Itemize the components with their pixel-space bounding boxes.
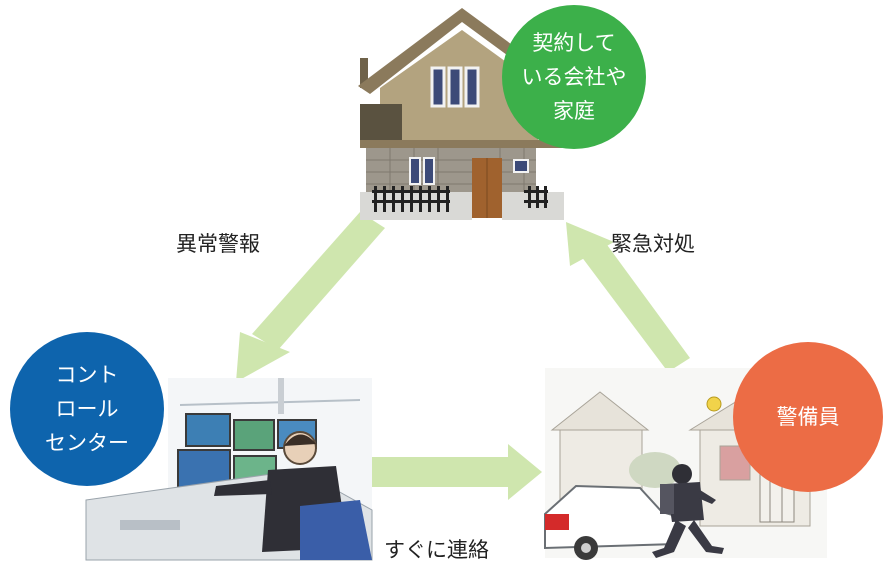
badge-contracted-home-text: 契約して いる会社や 家庭	[521, 31, 627, 123]
arrow-emergency-response	[566, 222, 690, 372]
control-room-illustration	[85, 378, 373, 561]
badge-security-guard: 警備員	[733, 342, 883, 492]
badge-control-center-text: コント ロール センター	[45, 363, 129, 455]
house-illustration	[358, 8, 564, 220]
label-emergency-response: 緊急対処	[611, 232, 695, 256]
badge-security-guard-text: 警備員	[776, 405, 840, 429]
badge-contracted-home: 契約して いる会社や 家庭	[502, 5, 646, 149]
arrow-alarm	[236, 212, 385, 382]
label-immediate-contact: すぐに連絡	[384, 538, 489, 562]
arrow-immediate-contact	[368, 444, 542, 500]
label-alarm: 異常警報	[176, 232, 260, 256]
badge-control-center: コント ロール センター	[10, 332, 164, 486]
